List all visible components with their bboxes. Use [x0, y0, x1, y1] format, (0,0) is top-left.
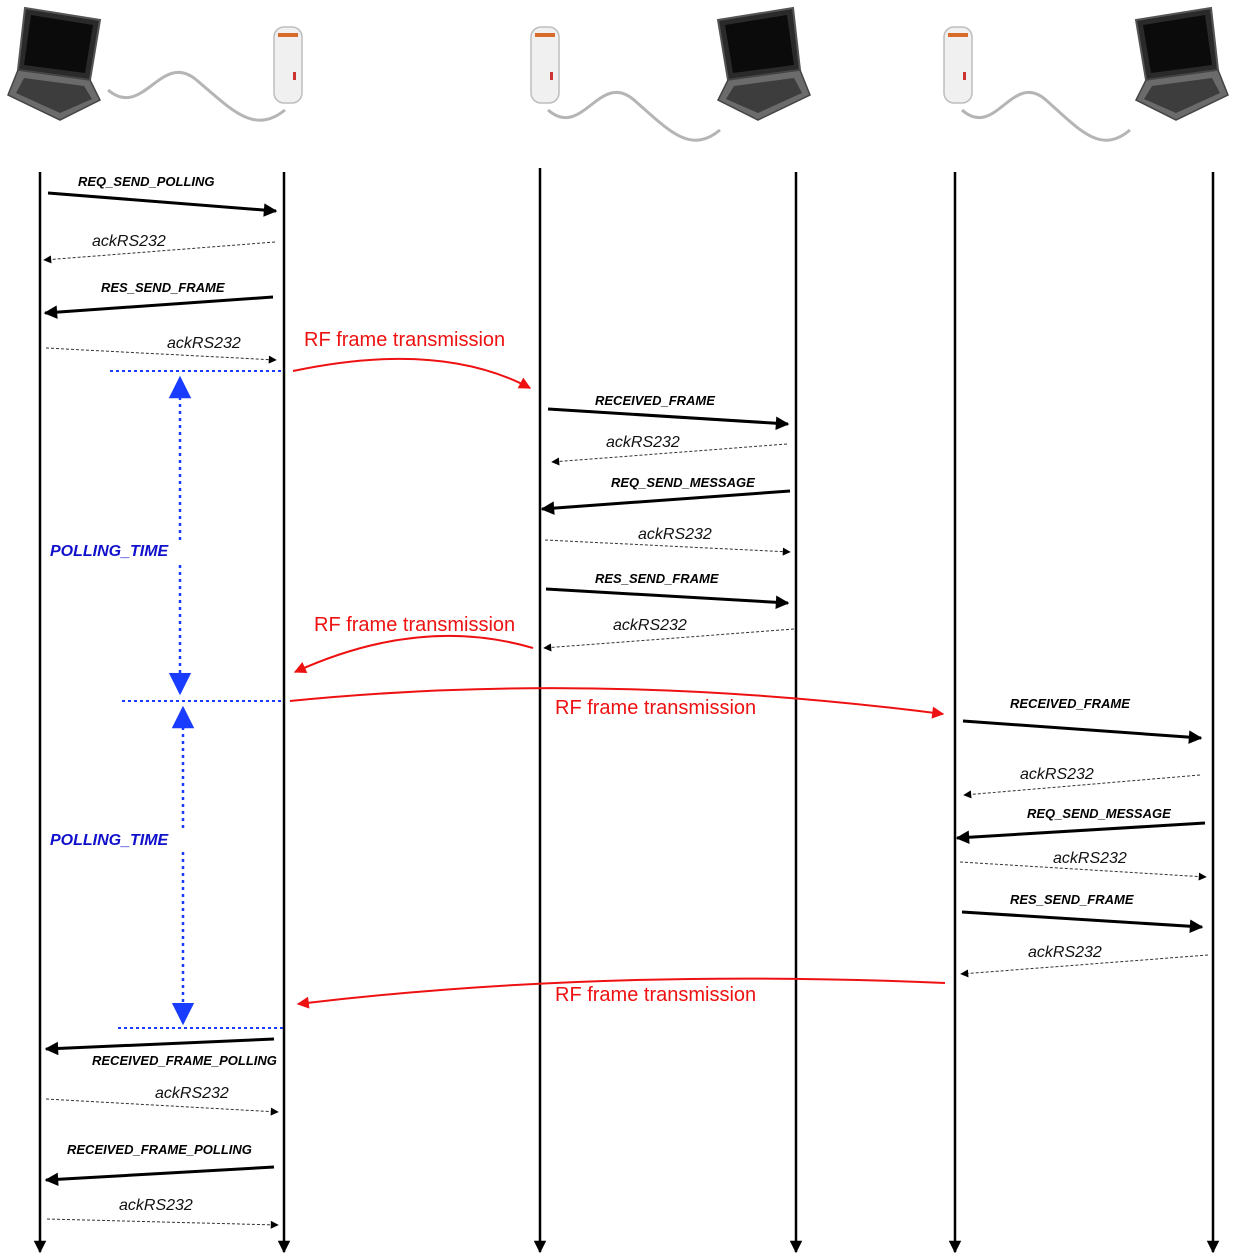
- ack-label: ackRS232: [1053, 850, 1127, 867]
- ack-label: ackRS232: [1028, 944, 1102, 961]
- message-label: REQ_SEND_POLLING: [78, 174, 215, 189]
- ack-label: ackRS232: [1020, 766, 1094, 783]
- ack-arrow: [959, 861, 1207, 881]
- rf-arrow: [293, 634, 534, 673]
- message-arrow: [47, 191, 278, 217]
- rf-arrow: [296, 977, 946, 1009]
- ack-label: ackRS232: [92, 233, 166, 250]
- ack-arrow: [543, 628, 795, 652]
- ack-arrow: [46, 1218, 279, 1229]
- message-arrow: [43, 295, 274, 319]
- message-label: RES_SEND_FRAME: [101, 280, 225, 295]
- message-label: RECEIVED_FRAME_POLLING: [92, 1053, 277, 1068]
- cable-icon: [107, 71, 286, 122]
- message-label: RES_SEND_FRAME: [1010, 892, 1134, 907]
- ack-label: ackRS232: [613, 617, 687, 634]
- ack-arrow: [963, 774, 1201, 799]
- cable-icon: [547, 91, 721, 142]
- rf-module-icon: [530, 26, 560, 104]
- message-label: REQ_SEND_MESSAGE: [1027, 806, 1171, 821]
- polling-time-label: POLLING_TIME: [50, 543, 170, 560]
- message-arrow: [547, 407, 790, 430]
- message-arrow: [44, 1037, 275, 1056]
- message-arrow: [540, 489, 791, 515]
- ack-label: ackRS232: [167, 335, 241, 352]
- ack-arrow: [45, 347, 277, 364]
- message-arrow: [962, 719, 1203, 744]
- ack-label: ackRS232: [606, 434, 680, 451]
- ack-arrow: [960, 954, 1209, 978]
- message-arrow: [44, 1165, 275, 1187]
- ack-arrow: [551, 443, 788, 466]
- ack-arrow: [45, 1098, 279, 1116]
- laptop-icon: [1134, 6, 1229, 121]
- message-arrow: [961, 910, 1204, 933]
- ack-arrow: [544, 539, 791, 556]
- cable-icon: [961, 91, 1131, 142]
- rf-module-icon: [943, 26, 973, 104]
- polling-time-1: POLLING_TIME: [50, 370, 283, 696]
- rf-label: RF frame transmission: [314, 614, 515, 636]
- lifelines: [33, 168, 1220, 1254]
- message-label: RES_SEND_FRAME: [595, 571, 719, 586]
- rf-module-icon: [273, 26, 303, 104]
- message-arrow: [545, 587, 790, 610]
- message-label: RECEIVED_FRAME: [595, 393, 715, 408]
- rf-arrow: [292, 357, 532, 389]
- devices: [7, 6, 1229, 142]
- messages: REQ_SEND_POLLING ackRS232 RES_SEND_FRAME…: [43, 174, 1209, 1229]
- message-label: RECEIVED_FRAME_POLLING: [67, 1142, 252, 1157]
- laptop-icon: [7, 6, 102, 121]
- message-arrow: [955, 821, 1206, 845]
- polling-time-2: POLLING_TIME: [50, 700, 283, 1029]
- polling-time-label: POLLING_TIME: [50, 832, 170, 849]
- rf-label: RF frame transmission: [555, 984, 756, 1006]
- rf-label: RF frame transmission: [555, 697, 756, 719]
- message-label: RECEIVED_FRAME: [1010, 696, 1130, 711]
- message-label: REQ_SEND_MESSAGE: [611, 475, 755, 490]
- ack-arrow: [43, 241, 276, 264]
- laptop-icon: [716, 6, 811, 121]
- ack-label: ackRS232: [638, 526, 712, 543]
- ack-label: ackRS232: [119, 1197, 193, 1214]
- rf-label: RF frame transmission: [304, 329, 505, 351]
- ack-label: ackRS232: [155, 1085, 229, 1102]
- rf-arrow: [289, 687, 945, 719]
